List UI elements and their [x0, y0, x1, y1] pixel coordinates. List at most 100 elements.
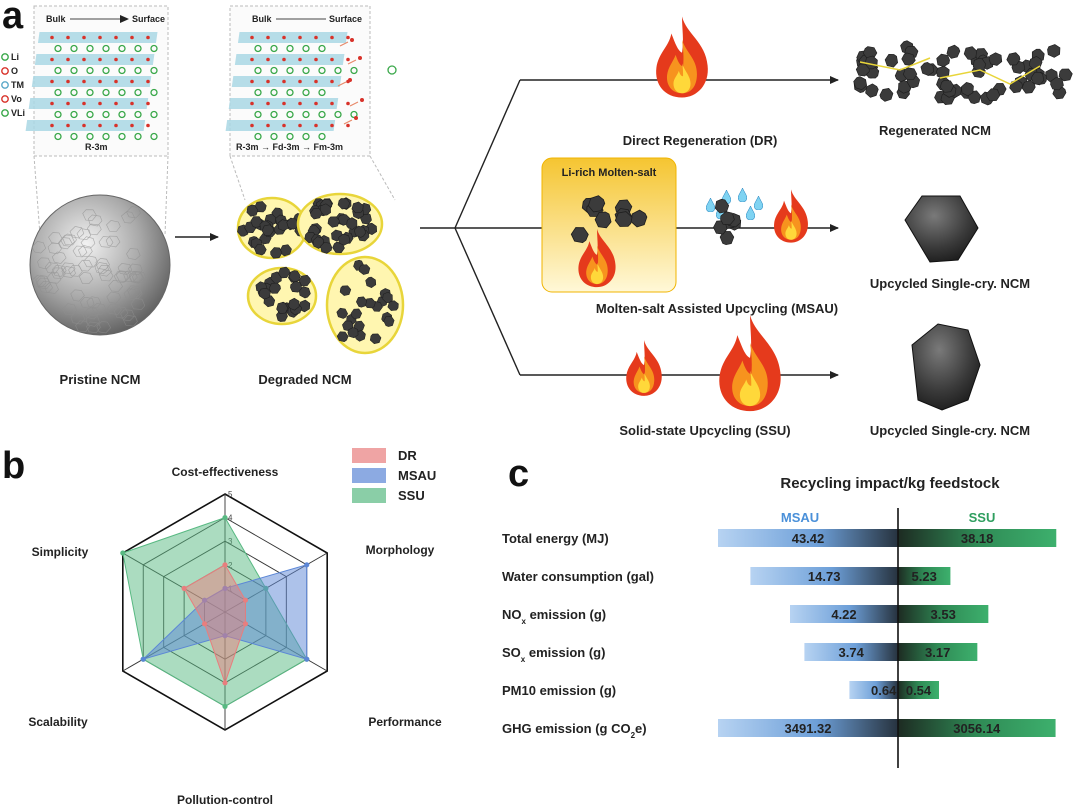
- value-label-ssu: 3056.14: [953, 721, 1001, 736]
- msau-particles: [711, 198, 743, 246]
- value-label-ssu: 3.53: [931, 607, 956, 622]
- oxygen-atom: [330, 79, 334, 84]
- grain: [120, 309, 135, 322]
- bar-msau: [750, 567, 898, 585]
- atom-swatch: [1, 95, 9, 103]
- bar-ssu: [898, 567, 951, 585]
- lithium-atom: [254, 110, 262, 119]
- label-pristine: Pristine NCM: [60, 372, 141, 387]
- release-arrow: [343, 119, 353, 125]
- radar-point-dr: [181, 585, 187, 592]
- grain: [78, 245, 93, 258]
- oxygen-atom: [146, 57, 150, 62]
- lithium-atom: [102, 110, 110, 119]
- tm-layer: [234, 54, 345, 65]
- oxygen-atom: [82, 35, 86, 40]
- flame-icon: [656, 16, 708, 98]
- regenerated-particle: [851, 38, 1075, 108]
- lithium-atom: [302, 44, 310, 53]
- oxygen-atom: [282, 35, 286, 40]
- flame-icon: [719, 314, 781, 412]
- grain: [131, 271, 147, 284]
- tm-layer: [34, 54, 155, 65]
- grain: [80, 296, 95, 309]
- oxygen-atom: [98, 101, 102, 106]
- lithium-atom: [102, 44, 110, 53]
- atom-label: Vo: [11, 94, 22, 104]
- oxygen-atom: [298, 57, 302, 62]
- released-oxygen: [350, 38, 354, 42]
- grain: [82, 209, 97, 221]
- grain: [106, 220, 121, 232]
- grain-chunk: [1046, 43, 1062, 59]
- lithium-atom: [302, 132, 310, 141]
- oxygen-atom: [82, 79, 86, 84]
- grain: [70, 289, 85, 302]
- grain: [52, 264, 67, 277]
- oxygen-atom: [82, 101, 86, 106]
- lithium-atom: [150, 88, 158, 97]
- lithium-atom: [86, 44, 94, 53]
- oxygen-atom: [146, 101, 150, 106]
- lithium-atom: [350, 66, 358, 75]
- grain: [126, 248, 141, 260]
- value-label-ssu: 5.23: [912, 569, 937, 584]
- legend-label-ssu: SSU: [398, 488, 425, 503]
- lithium-atom: [270, 88, 278, 97]
- label-ssu: Solid-state Upcycling (SSU): [619, 423, 790, 438]
- water-drop-icon: [754, 196, 763, 210]
- lattice-left: [25, 32, 158, 141]
- tm-layer: [237, 32, 348, 43]
- lithium-atom: [254, 88, 262, 97]
- legend-swatch-msau: [352, 468, 386, 483]
- grain: [76, 228, 92, 240]
- flame-icon: [774, 189, 808, 243]
- radar-point-msau: [304, 562, 310, 568]
- lithium-atom: [86, 88, 94, 97]
- bar-ssu: [898, 681, 940, 699]
- oxygen-atom: [314, 101, 318, 106]
- crystal-right-surface: Surface: [329, 14, 362, 24]
- lithium-atom: [118, 88, 126, 97]
- oxygen-atom: [266, 35, 270, 40]
- lithium-atom: [254, 132, 262, 141]
- oxygen-atom: [114, 123, 118, 128]
- radar-axis-label: Performance: [368, 715, 442, 729]
- value-label-ssu: 38.18: [961, 531, 994, 546]
- value-label-msau: 3491.32: [785, 721, 832, 736]
- release-arrow: [337, 81, 347, 87]
- radar-point-dr: [222, 680, 228, 686]
- lithium-atom: [118, 132, 126, 141]
- lithium-atom: [302, 110, 310, 119]
- grain-chunk: [877, 85, 896, 104]
- grain: [62, 303, 77, 316]
- grain: [127, 285, 142, 297]
- grain: [126, 206, 141, 219]
- degraded-particle: [236, 192, 405, 355]
- grain: [98, 269, 114, 282]
- radar-axis-label: Cost-effectiveness: [172, 465, 279, 479]
- grain: [85, 314, 100, 327]
- radar-point-ssu: [222, 515, 228, 521]
- lithium-atom: [70, 88, 78, 97]
- pristine-particle: [29, 194, 171, 336]
- lithium-atom: [54, 132, 62, 141]
- oxygen-atom: [282, 57, 286, 62]
- lithium-atom: [270, 66, 278, 75]
- oxygen-atom: [330, 123, 334, 128]
- crystal-right-bulk: Bulk: [252, 14, 272, 24]
- grain: [68, 264, 83, 277]
- oxygen-atom: [66, 79, 70, 84]
- lithium-atom: [54, 88, 62, 97]
- category-label: NOx emission (g): [502, 607, 606, 626]
- atom-swatch: [1, 81, 9, 89]
- panel-c-letter: c: [508, 453, 529, 495]
- crystal-box-pristine: Bulk Surface R-3m: [25, 5, 169, 157]
- radar-point-dr: [242, 597, 249, 603]
- oxygen-atom: [314, 123, 318, 128]
- lithium-atom: [70, 110, 78, 119]
- lithium-atom: [254, 44, 262, 53]
- grain: [70, 312, 86, 325]
- grain: [107, 303, 122, 315]
